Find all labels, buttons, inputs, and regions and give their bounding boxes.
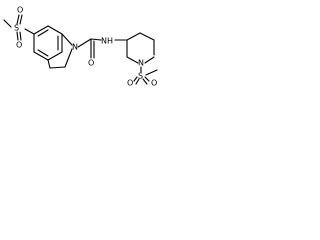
right-sulfonyl-oxygen-right-label: O <box>151 79 157 88</box>
benzene-inner-bond-3 <box>37 49 49 57</box>
molecule-svg: O S O O NH N N S O O <box>3 6 158 88</box>
amide-oxygen-label: O <box>88 59 94 68</box>
piperidine-bond-2 <box>139 32 155 41</box>
piperidine-nitrogen-label: N <box>138 59 144 68</box>
benzene-bond-1 <box>33 25 49 35</box>
bond-s-oleft-right-double <box>135 78 140 85</box>
chemical-structure-diagram: O S O O NH N N S O O <box>0 0 194 87</box>
left-sulfonyl-oxygen-top-label: O <box>17 6 23 15</box>
bond-methyl-s-left <box>3 19 12 28</box>
bond-s-ring-left <box>24 28 35 35</box>
bond-s-otop-left <box>16 14 20 25</box>
bond-carbonyl-nh <box>90 38 102 41</box>
piperidine-bond-1 <box>126 32 141 41</box>
bond-s-oright-right-double <box>142 78 148 85</box>
bond-s-otop-left-double <box>19 14 23 25</box>
benzene-inner-bond-1 <box>37 29 49 37</box>
bond-s-methyl-right <box>145 69 158 76</box>
benzene-bond-4 <box>47 51 63 61</box>
left-sulfonyl-oxygen-bottom-label: O <box>16 41 22 50</box>
indoline-nitrogen-label: N <box>72 43 78 52</box>
benzene-bond-5 <box>33 51 49 61</box>
right-sulfonyl-sulfur-label: S <box>138 72 143 81</box>
benzene-bond-2 <box>47 25 63 35</box>
left-sulfonyl-sulfur-label: S <box>14 24 19 33</box>
bond-s-oright-right <box>144 76 150 82</box>
bond-s-oleft-right <box>133 76 138 82</box>
piperidine-bond-4 <box>144 56 155 64</box>
indoline-bond-c3-c3a <box>47 59 51 69</box>
indoline-bond-n-c2 <box>64 48 73 68</box>
indoline-bond-c7a-n <box>61 33 73 46</box>
amide-nh-label: NH <box>101 37 113 46</box>
right-sulfonyl-oxygen-left-label: O <box>127 79 133 88</box>
bond-s-obottom-left-double <box>19 31 22 41</box>
bond-s-obottom-left <box>16 31 19 41</box>
indoline-bond-c2-c3 <box>49 66 66 69</box>
bond-n-carbonyl <box>77 38 92 48</box>
piperidine-bond-5 <box>126 56 139 64</box>
